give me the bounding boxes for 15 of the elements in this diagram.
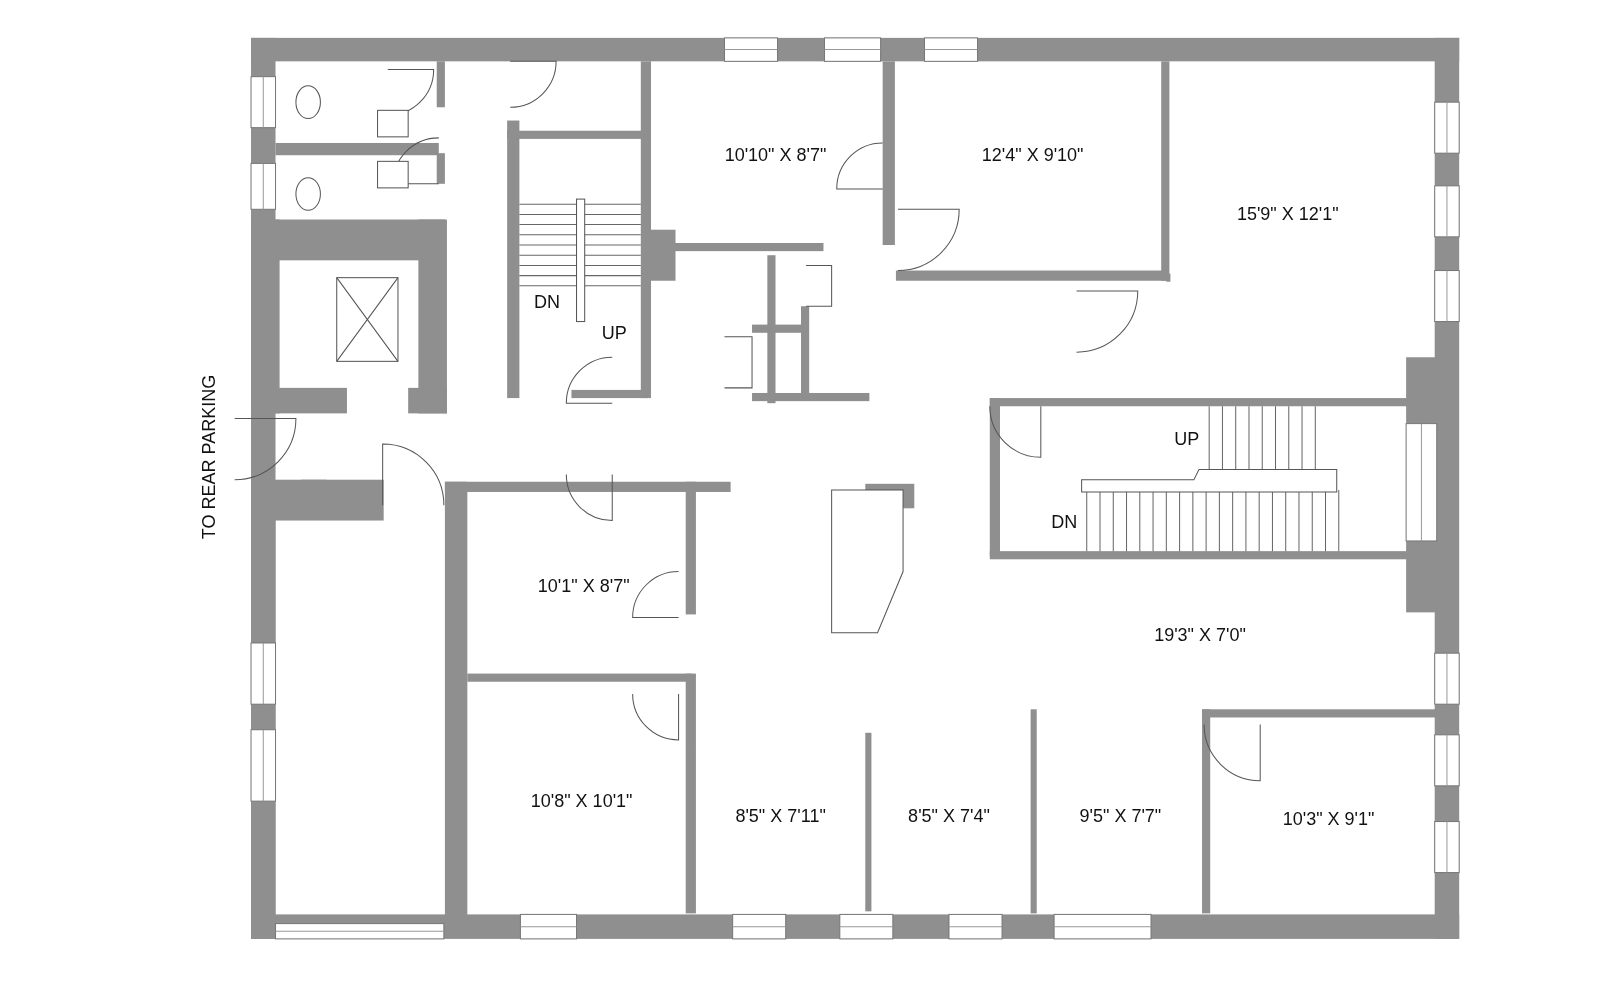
stair-direction-label: DN bbox=[1051, 511, 1078, 533]
room-dimension: 10'3" X 9'1" bbox=[1282, 808, 1375, 830]
stair-direction-label: DN bbox=[533, 291, 560, 313]
stair-direction-label: UP bbox=[601, 322, 627, 344]
room-dimension: 15'9" X 12'1" bbox=[1236, 203, 1339, 225]
room-dimension: 9'5" X 7'7" bbox=[1079, 805, 1162, 827]
room-dimension: 8'5" X 7'11" bbox=[735, 805, 826, 827]
room-dimension: 10'8" X 10'1" bbox=[530, 790, 633, 812]
room-dimension: 10'10" X 8'7" bbox=[724, 144, 827, 166]
room-dimension: 19'3" X 7'0" bbox=[1154, 624, 1246, 646]
direction-label: TO REAR PARKING bbox=[198, 374, 220, 540]
room-dimension: 12'4" X 9'10" bbox=[981, 144, 1084, 166]
room-dimension: 8'5" X 7'4" bbox=[908, 805, 990, 827]
stair-direction-label: UP bbox=[1174, 428, 1200, 450]
room-dimension: 10'1" X 8'7" bbox=[537, 575, 630, 597]
